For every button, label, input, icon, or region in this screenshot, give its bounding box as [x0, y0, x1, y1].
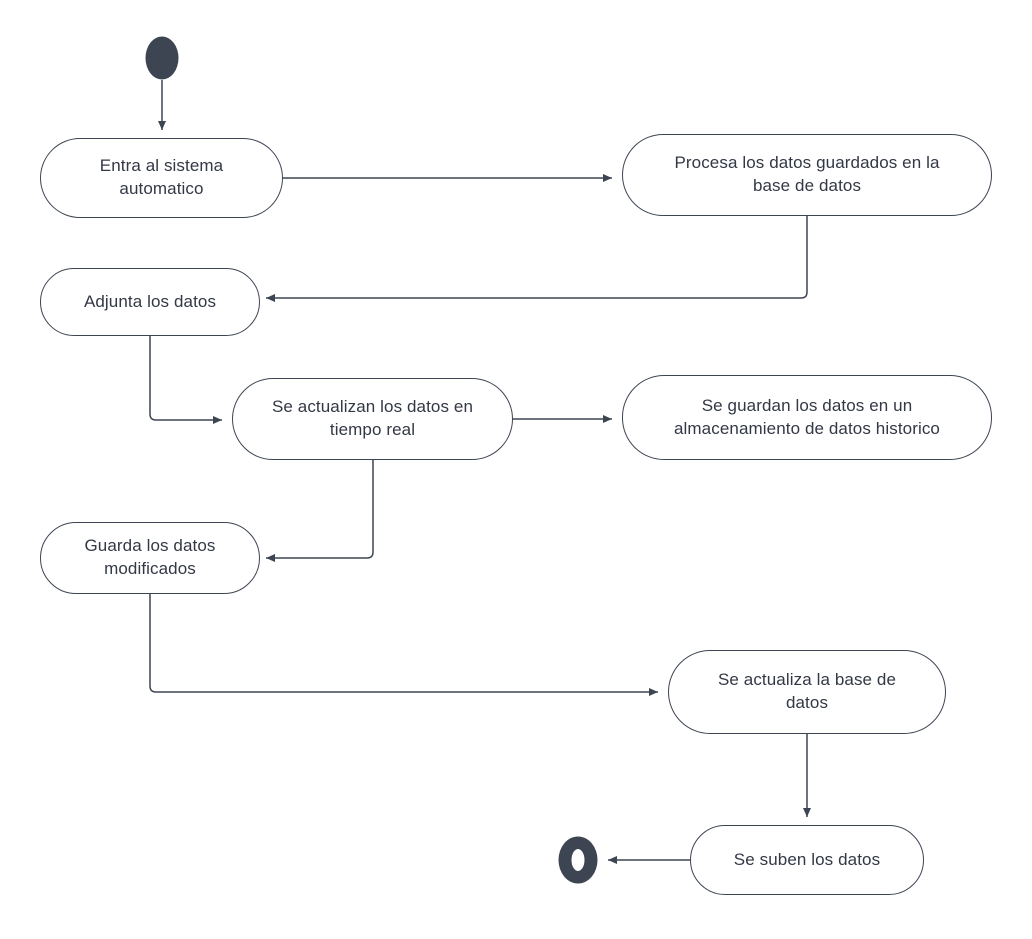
- edge-adjunta-to-actualizan: [149, 336, 222, 424]
- initial-node[interactable]: [145, 36, 179, 80]
- activity-node-adjunta-los-datos[interactable]: Adjunta los datos: [40, 268, 260, 336]
- activity-node-guarda-los-datos-modificados[interactable]: Guarda los datos modificados: [40, 522, 260, 594]
- activity-node-se-actualizan-los-datos[interactable]: Se actualizan los datos en tiempo real: [232, 378, 513, 460]
- activity-label: Se actualizan los datos en tiempo real: [271, 397, 474, 439]
- edge-procesa-to-adjunta: [266, 216, 808, 302]
- edge-guarda-to-actualiza-bd: [149, 594, 658, 696]
- activity-label: Se actualiza la base de datos: [717, 670, 897, 712]
- activity-node-procesa-los-datos[interactable]: Procesa los datos guardados en la base d…: [622, 134, 992, 216]
- activity-node-se-actualiza-la-base-de-datos[interactable]: Se actualiza la base de datos: [668, 650, 946, 734]
- activity-label: Adjunta los datos: [83, 291, 217, 311]
- edge-actualizan-to-guarda: [266, 460, 374, 562]
- activity-label: Se guardan los datos en un almacenamient…: [673, 395, 940, 438]
- activity-label: Guarda los datos modificados: [84, 536, 216, 578]
- activity-label: Procesa los datos guardados en la base d…: [674, 153, 940, 195]
- activity-label: Se suben los datos: [733, 849, 881, 869]
- activity-label: Entra al sistema automatico: [99, 156, 224, 198]
- activity-node-se-guardan-los-datos[interactable]: Se guardan los datos en un almacenamient…: [622, 375, 992, 460]
- activity-node-se-suben-los-datos[interactable]: Se suben los datos: [690, 825, 924, 895]
- activity-node-entra-al-sistema[interactable]: Entra al sistema automatico: [40, 138, 283, 218]
- final-node[interactable]: [558, 836, 598, 884]
